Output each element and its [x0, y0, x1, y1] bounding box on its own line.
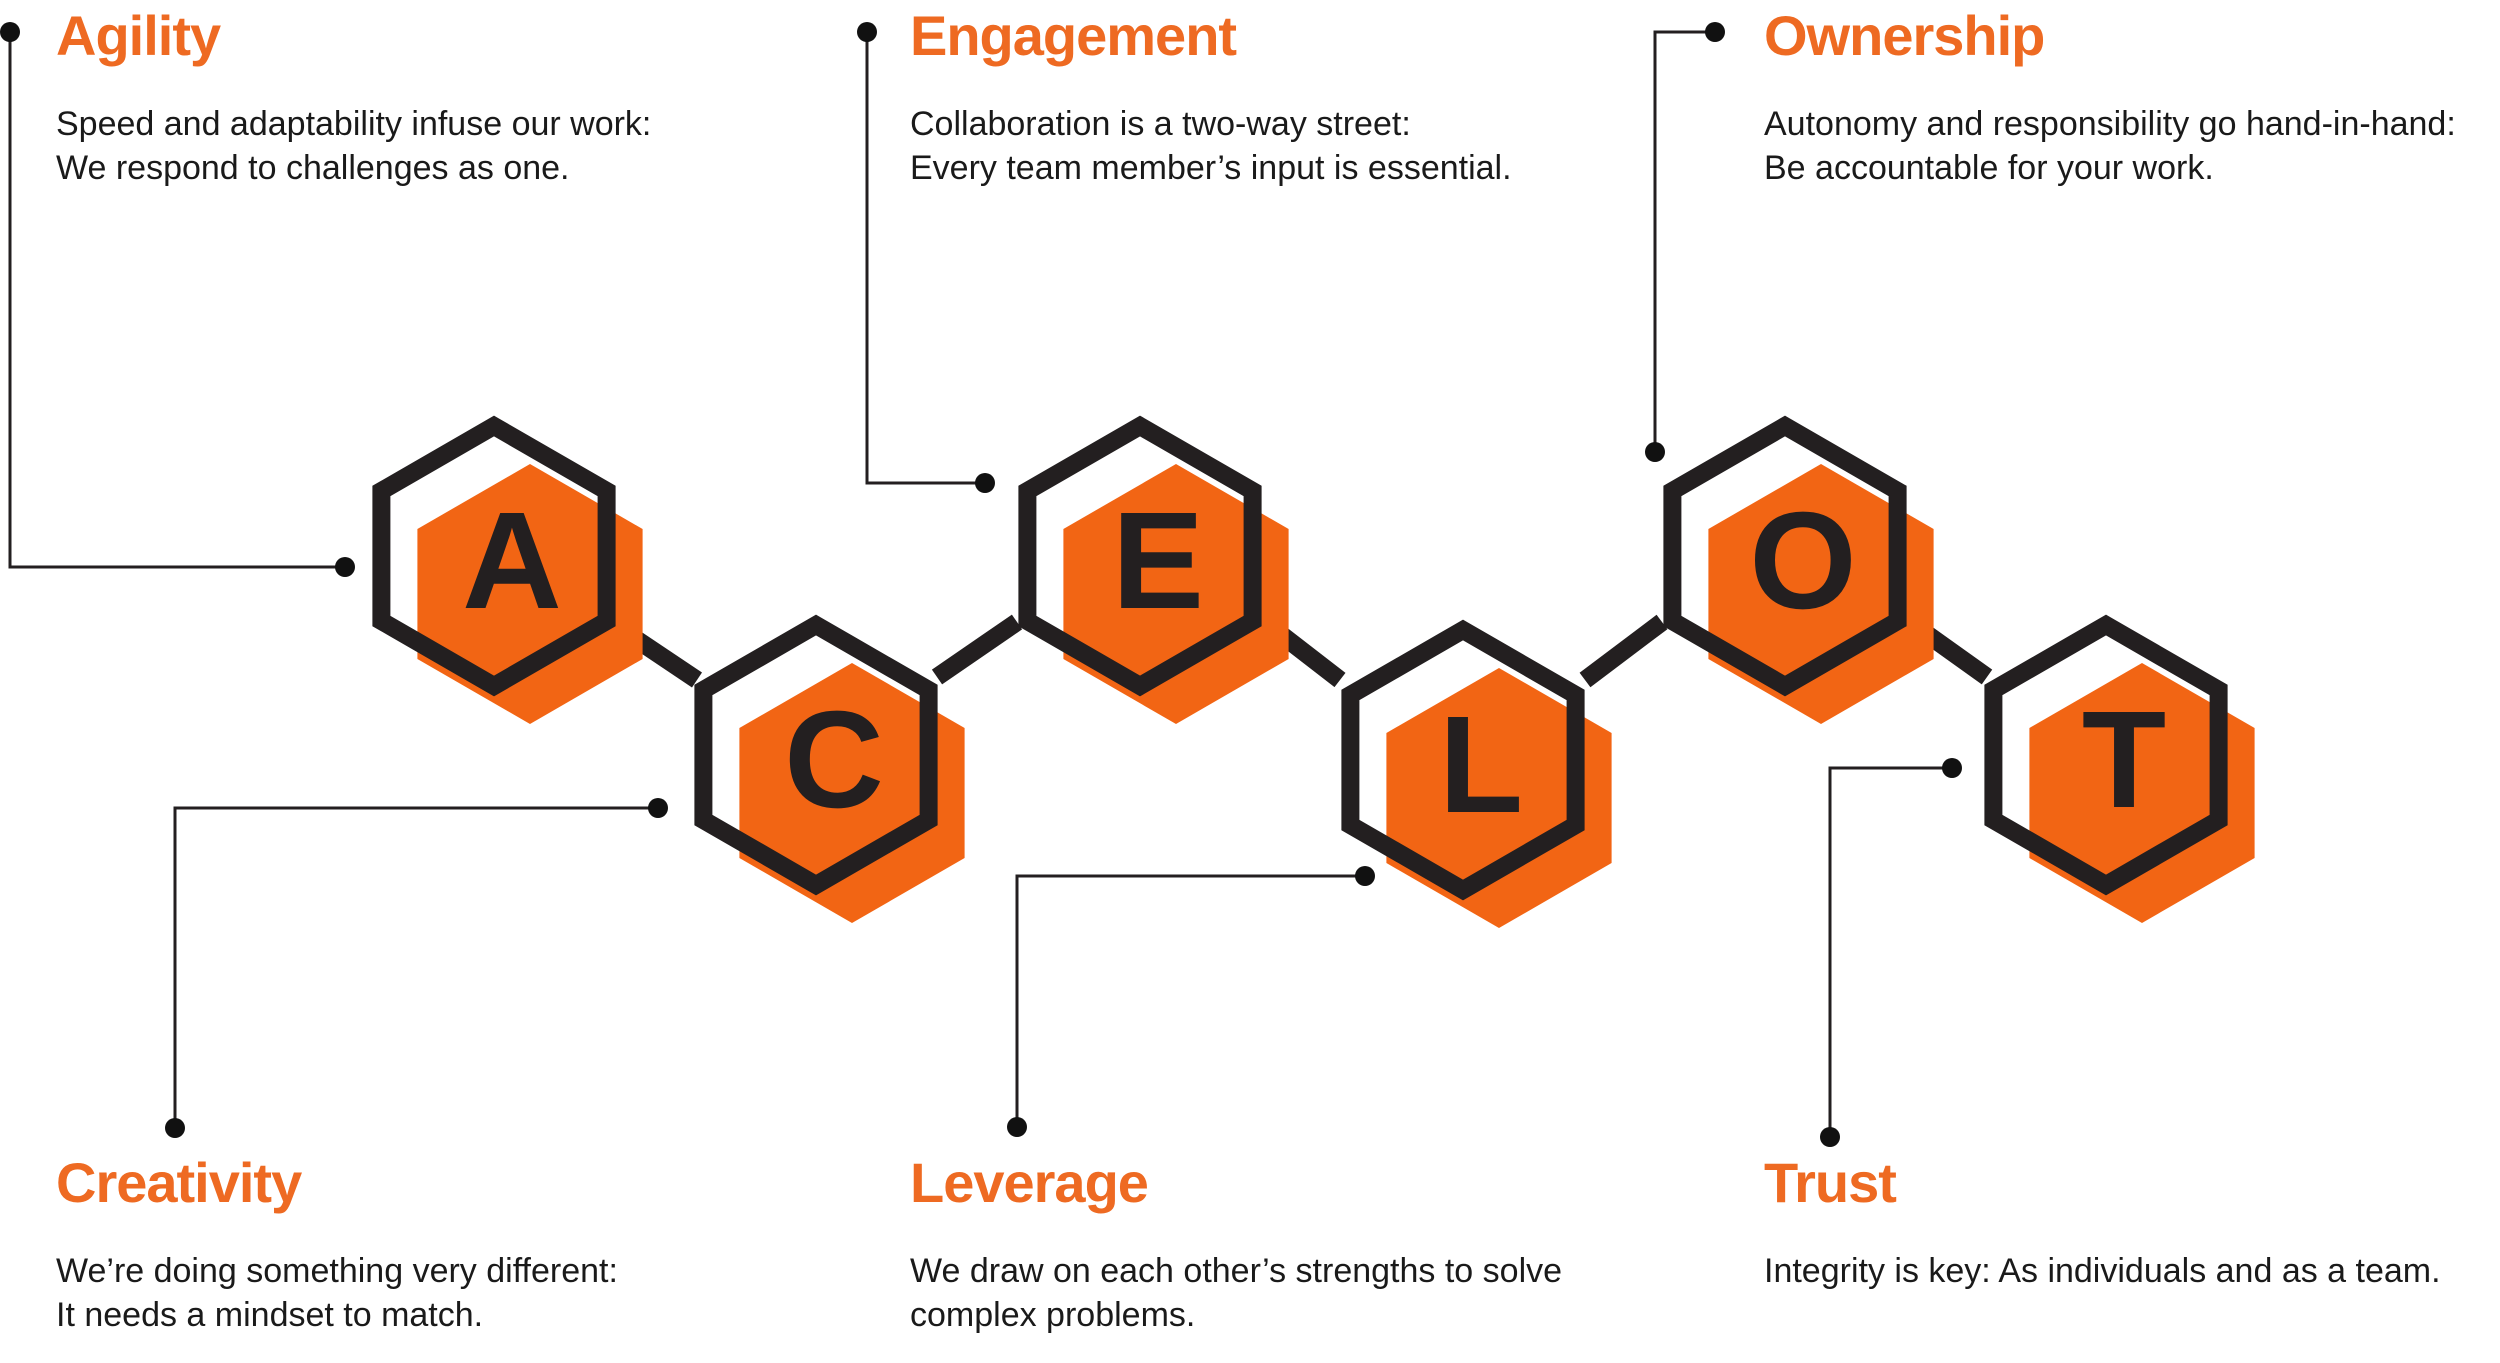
hexagon-c: C: [694, 614, 965, 923]
leverage-title: Leverage: [910, 1151, 1149, 1214]
agility-dot-top: [0, 22, 20, 42]
hexagon-t-outline: [1984, 614, 2228, 896]
value-agility: Agility Speed and adaptability infuse ou…: [56, 8, 651, 190]
ownership-dot-end: [1645, 442, 1665, 462]
creativity-title: Creativity: [56, 1151, 302, 1214]
engagement-title: Engagement: [910, 4, 1237, 67]
hexagon-l: L: [1341, 619, 1612, 928]
engagement-line-2: Every team member’s input is essential.: [910, 149, 1512, 187]
engagement-description: Collaboration is a two-way street: Every …: [910, 102, 1512, 190]
creativity-line-1: We’re doing something very different:: [56, 1252, 618, 1290]
value-engagement: Engagement Collaboration is a two-way st…: [910, 8, 1512, 190]
hexagon-letter-o: O: [1749, 484, 1856, 638]
hexagon-letter-l: L: [1439, 688, 1523, 842]
hexagon-letter-t: T: [2082, 683, 2166, 837]
trust-line-1: Integrity is key: As individuals and as …: [1764, 1252, 2441, 1290]
hexagon-letter-c: C: [784, 683, 884, 837]
hexagon-e-fill: [1063, 464, 1289, 724]
link-l-o: [1579, 614, 1668, 688]
hexagon-letter-e: E: [1112, 484, 1204, 638]
agility-line-1: Speed and adaptability infuse our work:: [56, 105, 652, 143]
agility-connector: [8, 32, 345, 569]
leverage-line-2: complex problems.: [910, 1296, 1196, 1334]
creativity-dot-end: [165, 1118, 185, 1138]
hexagon-c-fill: [739, 663, 965, 923]
agility-title: Agility: [56, 4, 221, 67]
hexagon-o-fill: [1708, 464, 1934, 724]
hexagon-l-fill: [1386, 668, 1612, 928]
ownership-dot-top: [1705, 22, 1725, 42]
connector-dots: [0, 22, 1962, 1147]
trust-description: Integrity is key: As individuals and as …: [1764, 1249, 2441, 1293]
creativity-line-2: It needs a mindset to match.: [56, 1296, 484, 1334]
hexagon-o-outline: [1663, 415, 1907, 697]
creativity-dot-start: [648, 798, 668, 818]
trust-connector: [1828, 766, 1952, 1137]
hexagon-c-outline: [694, 614, 938, 896]
link-c-e: [931, 614, 1023, 685]
trust-dot-start: [1942, 758, 1962, 778]
engagement-dot-top: [857, 22, 877, 42]
agility-dot-end: [335, 557, 355, 577]
engagement-dot-end: [975, 473, 995, 493]
leverage-description: We draw on each other’s strengths to sol…: [910, 1249, 1562, 1337]
creativity-description: We’re doing something very different: It …: [56, 1249, 618, 1337]
hexagon-e: E: [1018, 415, 1289, 724]
creativity-connector: [173, 806, 658, 1128]
hexagon-t: T: [1984, 614, 2255, 923]
ownership-line-1: Autonomy and responsibility go hand-in-h…: [1764, 105, 2456, 143]
value-ownership: Ownership Autonomy and responsibility go…: [1764, 8, 2456, 190]
engagement-line-1: Collaboration is a two-way street:: [910, 105, 1411, 143]
agility-line-2: We respond to challenges as one.: [56, 149, 570, 187]
value-trust: Trust Integrity is key: As individuals a…: [1764, 1155, 2441, 1293]
ownership-connector: [1653, 30, 1715, 452]
hexagon-letter-a: A: [462, 484, 562, 638]
value-creativity: Creativity We’re doing something very di…: [56, 1155, 618, 1337]
hexagon-t-fill: [2029, 663, 2255, 923]
engagement-connector: [865, 32, 985, 485]
trust-title: Trust: [1764, 1151, 1897, 1214]
hexagon-a-fill: [417, 464, 643, 724]
hexagon-l-outline: [1341, 619, 1585, 901]
hexagon-a-outline: [372, 415, 616, 697]
leverage-line-1: We draw on each other’s strengths to sol…: [910, 1252, 1563, 1290]
leverage-connector: [1015, 874, 1365, 1127]
hexagon-a: A: [372, 415, 643, 724]
leverage-dot-start: [1355, 866, 1375, 886]
hexagon-e-outline: [1018, 415, 1262, 697]
leverage-dot-end: [1007, 1117, 1027, 1137]
hexagon-o: O: [1663, 415, 1934, 724]
ownership-title: Ownership: [1764, 4, 2045, 67]
callout-connectors: [8, 30, 1952, 1137]
agility-description: Speed and adaptability infuse our work: W…: [56, 102, 651, 190]
ownership-description: Autonomy and responsibility go hand-in-h…: [1764, 102, 2456, 190]
ownership-line-2: Be accountable for your work.: [1764, 149, 2214, 187]
value-leverage: Leverage We draw on each other’s strengt…: [910, 1155, 1562, 1337]
trust-dot-end: [1820, 1127, 1840, 1147]
